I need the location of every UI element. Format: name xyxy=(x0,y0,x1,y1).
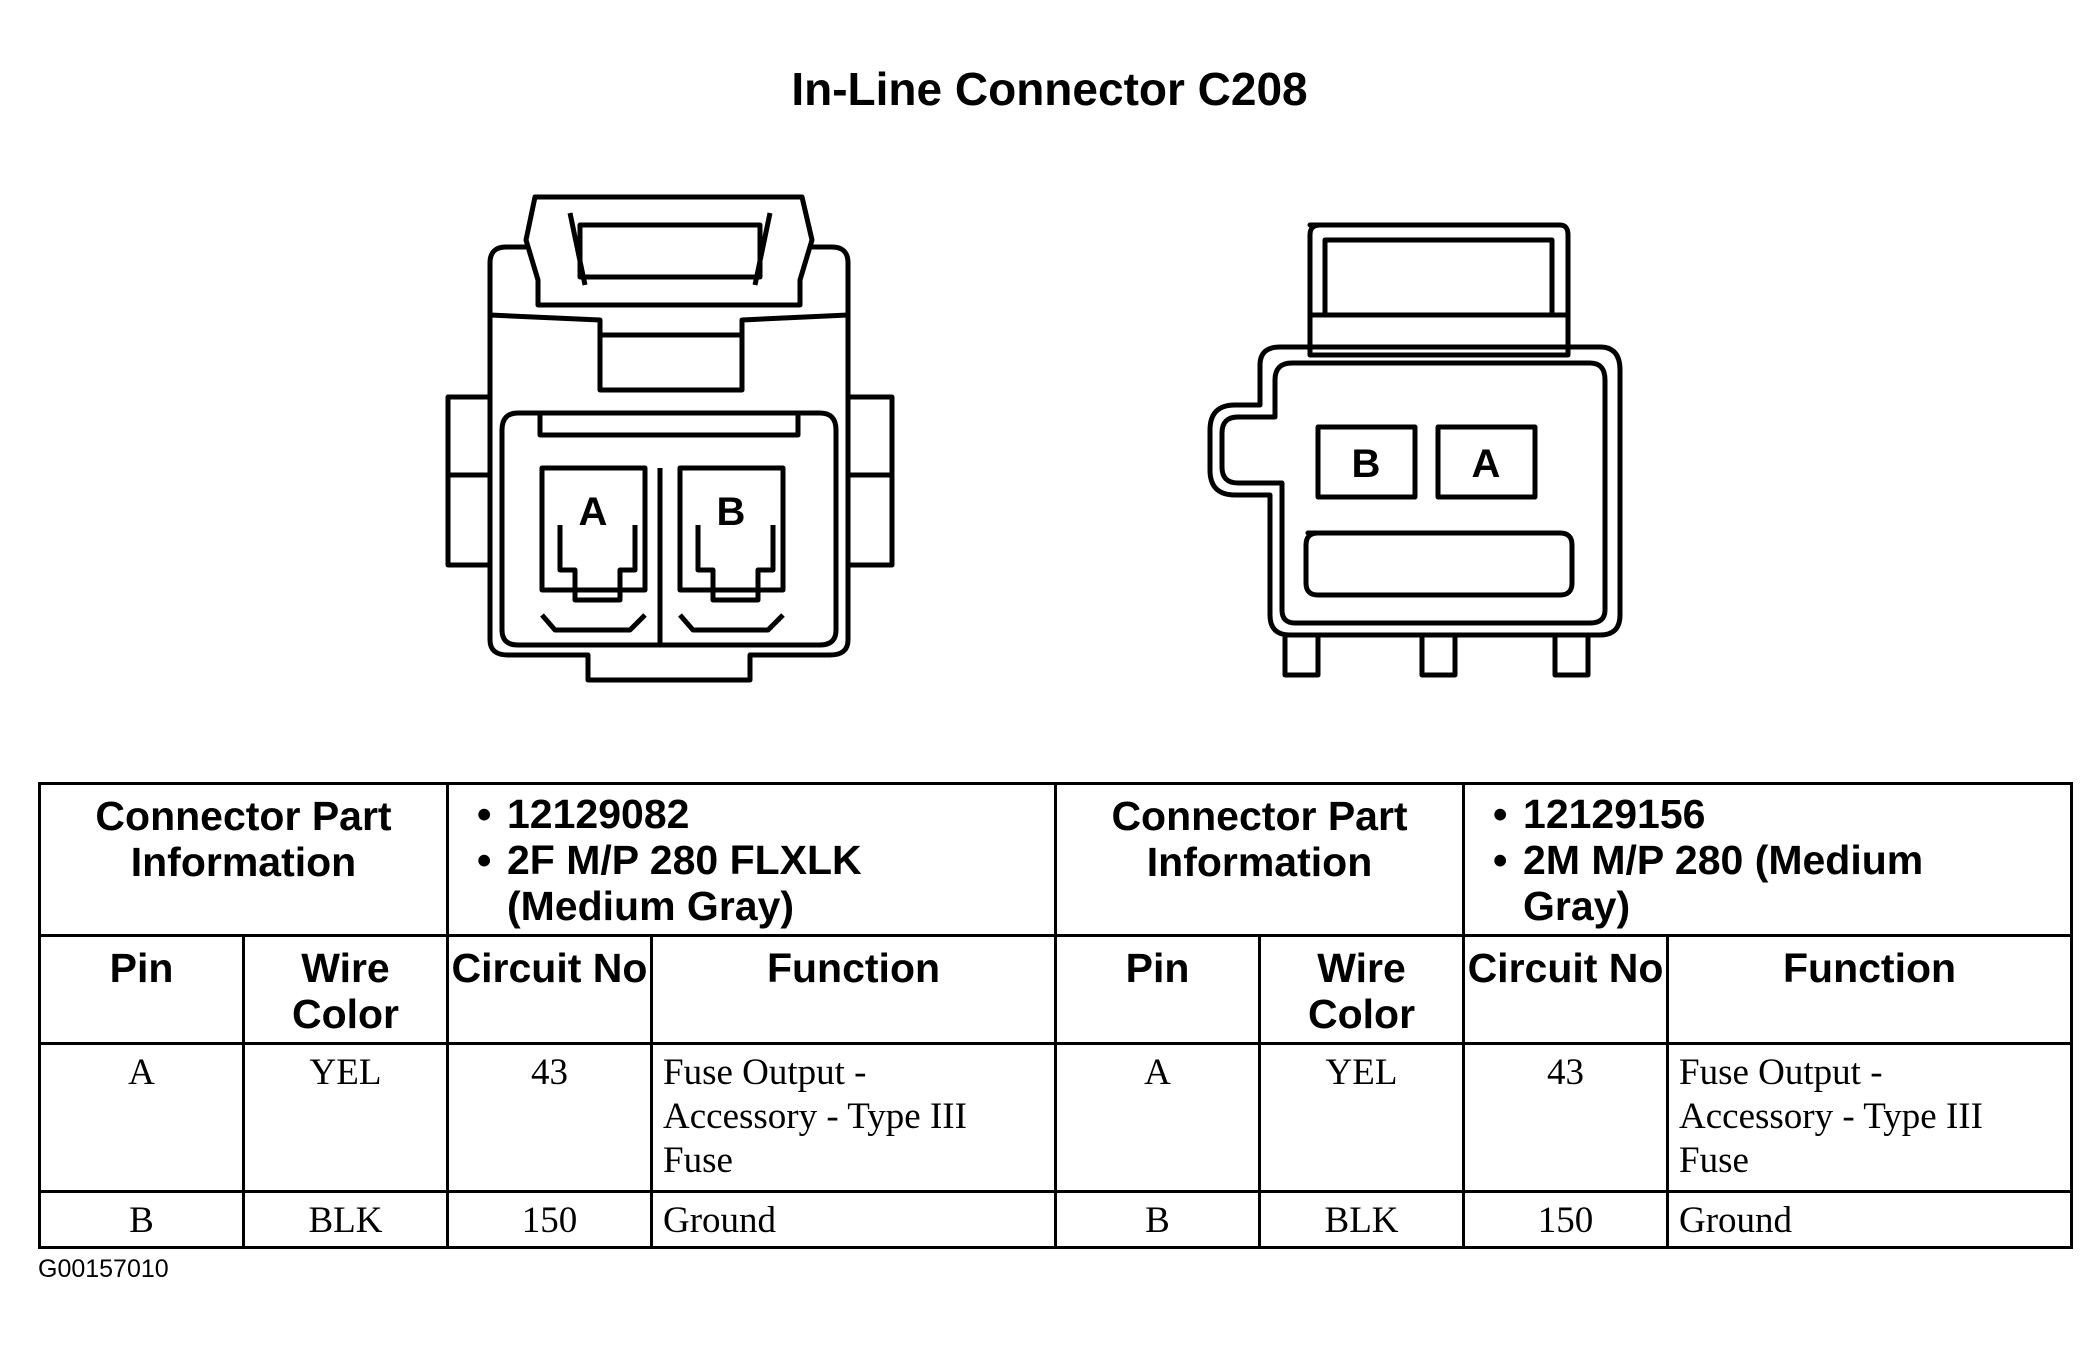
left-cavity-b-label: B xyxy=(717,490,746,534)
right-row-a-wire-color: YEL xyxy=(1258,1042,1466,1193)
left-part-info-list: 12129082 2F M/P 280 FLXLK (Medium Gray) xyxy=(445,782,1058,937)
function-line: Accessory - Type III xyxy=(1679,1096,1983,1137)
right-connector-drawing: B A xyxy=(1207,222,1623,678)
left-col-function: Function xyxy=(649,934,1058,1045)
right-row-b-function: Ground xyxy=(1666,1190,2074,1249)
right-part-description: 2M M/P 280 (Medium xyxy=(1493,837,2070,883)
right-cavity-b-label: B xyxy=(1352,442,1381,486)
right-col-pin: Pin xyxy=(1054,934,1262,1045)
function-line: Fuse xyxy=(663,1140,733,1181)
right-part-info-header: Connector Part Information xyxy=(1054,782,1466,937)
right-row-a-pin: A xyxy=(1054,1042,1262,1193)
image-code: G00157010 xyxy=(38,1255,169,1283)
column-header-row: Pin Wire Color Circuit No Function Pin W… xyxy=(38,934,2074,1045)
left-row-b-circuit: 150 xyxy=(446,1190,653,1249)
function-line: Accessory - Type III xyxy=(663,1096,967,1137)
left-col-circuit-no: Circuit No xyxy=(446,934,653,1045)
right-row-b-wire-color: BLK xyxy=(1258,1190,1466,1249)
right-row-b-circuit: 150 xyxy=(1462,1190,1670,1249)
left-connector-drawing: A B xyxy=(445,194,895,683)
left-row-a-pin: A xyxy=(38,1042,245,1193)
right-col-circuit-no: Circuit No xyxy=(1462,934,1670,1045)
function-line: Ground xyxy=(663,1200,777,1241)
left-row-b-pin: B xyxy=(38,1190,245,1249)
left-col-wire-color: Wire Color xyxy=(242,934,449,1045)
right-part-color: Gray) xyxy=(1523,883,1631,929)
right-col-function: Function xyxy=(1666,934,2074,1045)
right-part-info-list: 12129156 2M M/P 280 (Medium Gray) xyxy=(1462,782,2074,937)
right-row-a-circuit: 43 xyxy=(1462,1042,1670,1193)
left-row-b-function: Ground xyxy=(649,1190,1058,1249)
function-line: Fuse xyxy=(1679,1140,1749,1181)
left-part-color: (Medium Gray) xyxy=(507,883,795,929)
left-part-number: 12129082 xyxy=(477,791,1054,837)
right-cavity-a-label: A xyxy=(1472,442,1501,486)
function-line: Ground xyxy=(1679,1200,1793,1241)
table-row: B BLK 150 Ground B BLK 150 Ground xyxy=(38,1190,2074,1249)
right-row-b-pin: B xyxy=(1054,1190,1262,1249)
right-part-number: 12129156 xyxy=(1493,791,2070,837)
diagram-title: In-Line Connector C208 xyxy=(791,63,1308,115)
left-cavity-a-label: A xyxy=(579,490,608,534)
right-row-a-function: Fuse Output - Accessory - Type III Fuse xyxy=(1666,1042,2074,1193)
left-row-a-circuit: 43 xyxy=(446,1042,653,1193)
function-line: Fuse Output - xyxy=(1679,1052,1883,1093)
right-col-wire-color: Wire Color xyxy=(1258,934,1466,1045)
left-part-description: 2F M/P 280 FLXLK xyxy=(477,837,1054,883)
left-row-a-function: Fuse Output - Accessory - Type III Fuse xyxy=(649,1042,1058,1193)
table-row: A YEL 43 Fuse Output - Accessory - Type … xyxy=(38,1042,2074,1193)
left-col-pin: Pin xyxy=(38,934,245,1045)
left-row-b-wire-color: BLK xyxy=(242,1190,449,1249)
function-line: Fuse Output - xyxy=(663,1052,867,1093)
part-info-row: Connector Part Information 12129082 2F M… xyxy=(38,782,2074,937)
connector-info-table: Connector Part Information 12129082 2F M… xyxy=(38,782,2074,1249)
left-part-info-header: Connector Part Information xyxy=(38,782,449,937)
left-row-a-wire-color: YEL xyxy=(242,1042,449,1193)
